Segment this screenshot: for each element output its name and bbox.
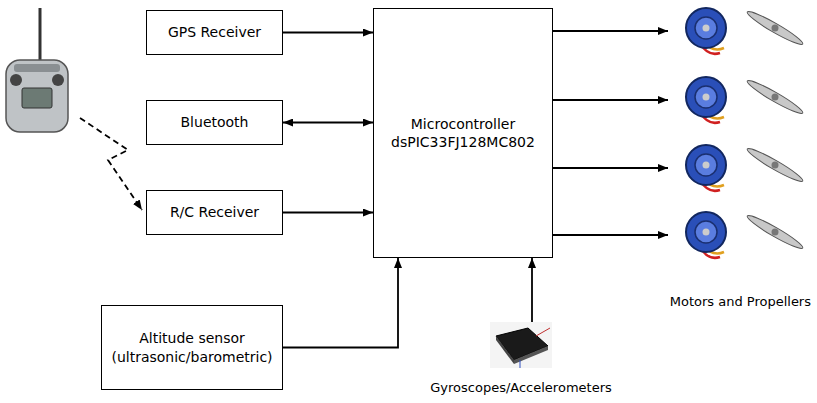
chip-side [496,336,514,364]
axis-line [520,360,521,368]
microcontroller-box: Microcontroller dsPIC33FJ128MC802 [373,8,553,258]
motor-arrows [553,31,668,235]
motor-propeller [686,8,805,54]
transmitter-body [6,60,68,132]
chip-ground [490,322,552,368]
rc-transmitter [6,8,68,132]
motor-body [686,145,726,185]
motor-bell [695,154,717,176]
motor-body [686,77,726,117]
motor-body [686,212,726,252]
propeller-hub [772,25,779,32]
propeller [745,77,805,117]
process-box: R/C Receiver [146,190,283,235]
propeller-hub [772,229,779,236]
control-stick [52,74,64,86]
box-label: R/C Receiver [170,203,259,221]
motor-shaft [703,94,710,101]
motor-bell [695,86,717,108]
signal-arrow [283,212,373,214]
signal-arrow [283,32,373,34]
transmitter-top [14,64,60,72]
signal-arrow [283,122,373,124]
signal-arrow [531,258,533,322]
process-box: Bluetooth [146,100,283,145]
part-caption: Gyroscopes/Accelerometers [430,380,612,397]
motor-body [686,8,726,48]
chip-body [496,328,548,360]
wireless-link [80,118,142,210]
motor-propeller [686,212,805,258]
motor-shaft [703,229,710,236]
axis-line [536,328,550,336]
chip-side [514,346,548,364]
sensor-box: Altitude sensor (ultrasonic/barometric) [101,305,283,390]
control-stick [10,74,22,86]
motors-and-propellers [686,8,805,258]
motor-arrow [553,167,668,169]
group-label: Motors and Propellers [670,294,811,309]
propeller-hub [772,94,779,101]
box-label: Bluetooth [181,113,249,131]
propeller-hub [772,162,779,169]
propeller [745,145,805,185]
motor-propeller [686,145,805,191]
motor-arrow [553,234,668,236]
transmitter-screen [22,88,52,108]
box-label: Microcontroller dsPIC33FJ128MC802 [383,115,543,151]
antenna [39,8,42,62]
process-box: GPS Receiver [146,10,283,55]
box-label: GPS Receiver [168,23,261,41]
motor-arrow [553,99,668,101]
motor-bell [695,17,717,39]
motor-shaft [703,25,710,32]
motor-shaft [703,162,710,169]
propeller [745,212,805,252]
chip-picture [490,322,552,368]
motor-arrow [553,30,668,32]
imu-chip: Gyroscopes/Accelerometers [490,322,552,368]
propeller [745,8,805,48]
signal-arrow [283,258,398,348]
box-label: Altitude sensor (ultrasonic/barometric) [110,329,275,365]
motor-bell [695,221,717,243]
motor-propeller [686,77,805,123]
